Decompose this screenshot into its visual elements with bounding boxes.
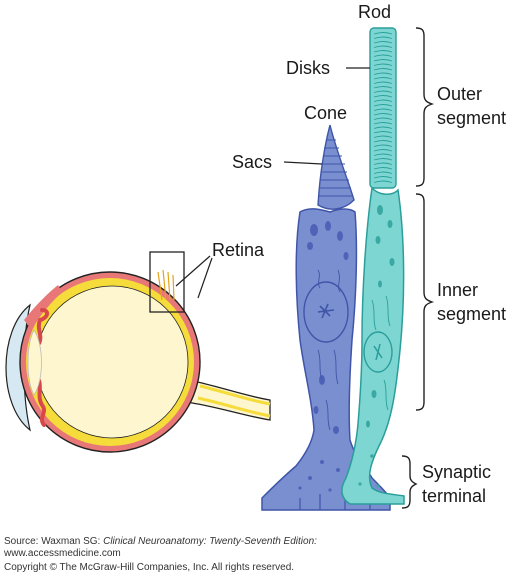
rod-disk: [373, 135, 393, 138]
rod-cell: [341, 27, 405, 505]
rod-disk: [373, 81, 393, 84]
vitreous: [35, 285, 189, 439]
rod-disk: [373, 45, 393, 48]
rod-disk: [373, 86, 393, 89]
retina-leader-2: [197, 257, 213, 299]
disks-label: Disks: [286, 58, 330, 78]
leader-lines: [175, 67, 370, 299]
rod-disk: [373, 171, 393, 174]
rod-outer-segment: [369, 27, 397, 189]
rod-disk: [373, 108, 393, 111]
rod-disk: [373, 158, 393, 161]
rod-disk: [373, 63, 393, 66]
retina-leader-1: [175, 255, 211, 287]
rod-disk: [373, 167, 393, 170]
cone-inner-segment: [261, 208, 391, 511]
source-title: Clinical Neuroanatomy: Twenty-Seventh Ed…: [103, 536, 317, 547]
source-credit: Source: Waxman SG: Clinical Neuroanatomy…: [4, 536, 317, 547]
rod-disk: [373, 90, 393, 93]
rod-disk: [373, 149, 393, 152]
rod-disk: [373, 95, 393, 98]
inner-segment-label-line1: Inner: [437, 280, 478, 300]
retina-sample-lines: [157, 269, 175, 301]
rod-disk: [373, 144, 393, 147]
rod-label: Rod: [358, 2, 391, 22]
rod-disk: [373, 32, 393, 35]
cone-organelles: [298, 221, 349, 492]
outer-segment-label-line2: segment: [437, 108, 506, 128]
rod-disk: [373, 72, 393, 75]
cone-sacs: [318, 139, 353, 197]
synaptic-terminal-label-line1: Synaptic: [422, 462, 491, 482]
source-url: www.accessmedicine.com: [4, 548, 121, 559]
inner-segment-bracket: [415, 193, 435, 411]
rod-disk: [373, 162, 393, 165]
rod-disk: [373, 117, 393, 120]
rod-disk: [373, 176, 393, 179]
lens: [27, 329, 42, 396]
rod-disk: [373, 104, 393, 107]
rod-disk: [373, 140, 393, 143]
rod-disk: [373, 113, 393, 116]
retina-label: Retina: [212, 240, 265, 260]
outer-segment-bracket: [415, 27, 435, 187]
rod-disk: [373, 122, 393, 125]
copyright-notice: Copyright © The McGraw-Hill Companies, I…: [4, 562, 295, 573]
cone-cell: [261, 124, 391, 511]
rod-disk: [373, 99, 393, 102]
rod-disk: [373, 180, 393, 183]
rod-disk: [373, 131, 393, 134]
sacs-label: Sacs: [232, 152, 272, 172]
source-prefix: Source: Waxman SG:: [4, 536, 104, 547]
rod-disk: [373, 77, 393, 80]
segment-brackets: [401, 27, 435, 509]
rod-disk: [373, 153, 393, 156]
retina-detail-box: [149, 251, 185, 313]
cone-label: Cone: [304, 103, 347, 123]
synaptic-terminal-label-line2: terminal: [422, 486, 486, 506]
rod-disks: [373, 32, 393, 183]
sacs-leader: [283, 161, 323, 165]
rod-disk: [373, 54, 393, 57]
rod-disk: [373, 36, 393, 39]
inner-segment-label-line2: segment: [437, 304, 506, 324]
cone-outer-segment: [317, 124, 355, 210]
rod-disk: [373, 68, 393, 71]
synaptic-terminal-bracket: [401, 455, 418, 509]
rod-disk: [373, 126, 393, 129]
rod-disk: [373, 59, 393, 62]
rod-organelles: [358, 205, 395, 488]
rod-disk: [373, 50, 393, 53]
rod-disk: [373, 41, 393, 44]
eyeball: [5, 251, 271, 453]
iris-ciliary: [34, 308, 49, 427]
outer-segment-label-line1: Outer: [437, 84, 482, 104]
